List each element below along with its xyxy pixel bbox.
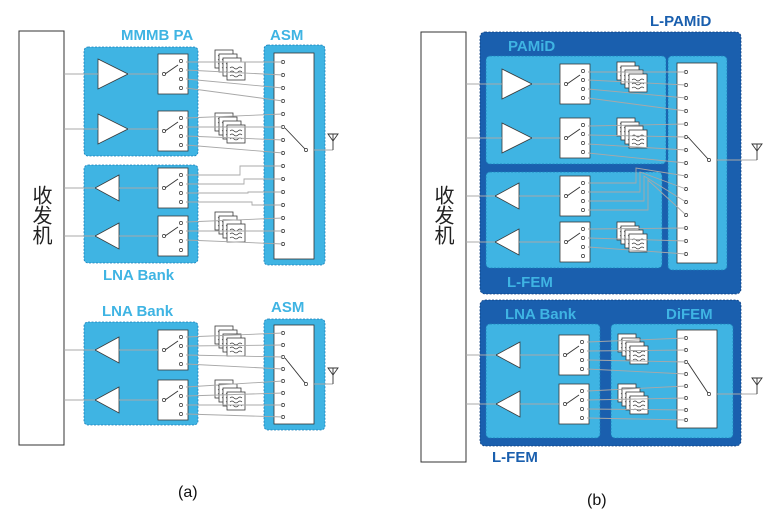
lna-bank-label-a-mid: LNA Bank (103, 267, 175, 284)
lna-bank-label-b: LNA Bank (505, 306, 577, 323)
antenna-icon-b-bottom (751, 377, 763, 395)
asm-label-top: ASM (270, 27, 303, 44)
lna-bank-label-a-bottom: LNA Bank (102, 303, 174, 320)
pamid-switch-1 (559, 63, 591, 105)
lfem-switch-1 (559, 175, 591, 217)
lna-switch-2 (157, 215, 189, 257)
transceiver-block-a (18, 30, 65, 446)
pamid-switch-2 (559, 117, 591, 159)
panel-a: MMMB PA ASM LNA Bank LNA Bank ASM 收发机 (a… (18, 27, 339, 501)
lfem-switch-2 (559, 221, 591, 263)
filter-bank-4 (215, 326, 245, 356)
pamid-label: PAMiD (508, 38, 555, 55)
caption-a: (a) (178, 484, 198, 501)
transceiver-block-b (420, 31, 467, 463)
pa-switch-1 (157, 53, 189, 95)
mmmb-pa-label: MMMB PA (121, 27, 193, 44)
lna-switch-3 (157, 329, 189, 371)
panel-b: L-PAMiD PAMiD L-FEM LNA Bank DiFEM L-FEM… (420, 13, 763, 509)
filter-bank-1 (215, 50, 245, 80)
transceiver-label-b: 收发机 (431, 185, 455, 245)
lna-switch-4 (157, 379, 189, 421)
antenna-icon-b-top (751, 143, 763, 161)
caption-b: (b) (587, 492, 607, 509)
antenna-icon-a-bottom (327, 367, 339, 385)
lna-bank-b-switch-2 (558, 383, 590, 425)
asm-label-bottom: ASM (271, 299, 304, 316)
l-fem-inner-label: L-FEM (507, 274, 553, 291)
lna-switch-1 (157, 167, 189, 209)
l-pamid-label: L-PAMiD (650, 13, 712, 30)
transceiver-label-a: 收发机 (29, 185, 53, 245)
filter-bank-3 (215, 212, 245, 242)
lna-bank-b-switch-1 (558, 334, 590, 376)
l-fem-outer-label: L-FEM (492, 449, 538, 466)
difem-label: DiFEM (666, 306, 713, 323)
antenna-icon-a-top (327, 133, 339, 151)
pa-switch-2 (157, 110, 189, 152)
